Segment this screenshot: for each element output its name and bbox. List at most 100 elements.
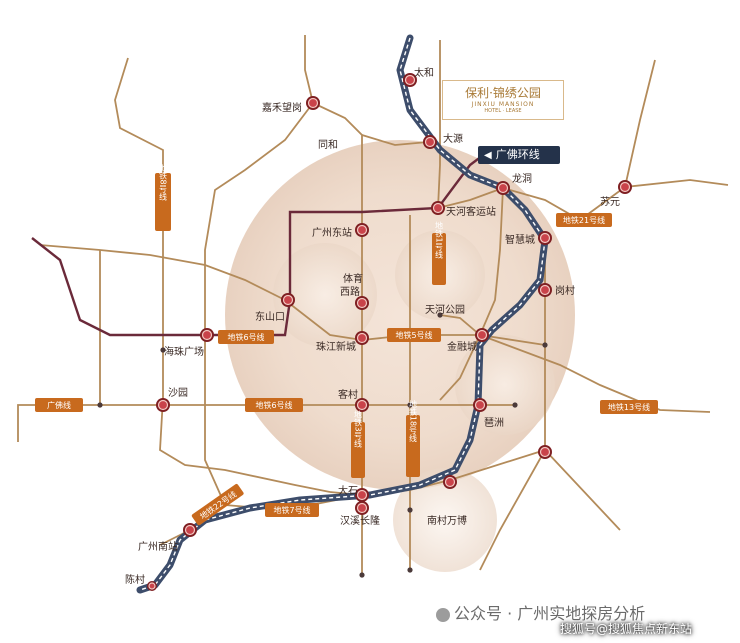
station-label: 嘉禾望岗 — [262, 101, 302, 114]
tag-line-6b: 地铁6号线 — [245, 398, 303, 412]
tag-line-21-text: 地铁21号线 — [563, 215, 605, 225]
tag-line-5: 地铁5号线 — [387, 328, 441, 342]
sohu-watermark: 搜狐号@搜狐焦点新东站 — [560, 622, 693, 636]
line-tonghe-link — [361, 134, 429, 146]
station-label: 广州南站 — [138, 540, 178, 553]
wechat-text: 公众号 · 广州实地探房分析 — [454, 604, 646, 623]
station-hanxi-marker — [355, 501, 369, 515]
line-8-path — [114, 57, 331, 493]
station-longdong-marker — [496, 181, 510, 195]
station-label: 同和 — [318, 139, 338, 151]
station-label: 金融城 — [447, 340, 477, 353]
line-inner — [439, 187, 504, 401]
station-jiahe-marker — [306, 96, 320, 110]
station-label: 大石 — [338, 484, 358, 497]
station-label: 体育 — [343, 272, 363, 285]
loop-line-tag: ◀广佛环线 — [478, 146, 560, 164]
station-suyuan-marker — [618, 180, 632, 194]
tag-guangfo: 广佛线 — [35, 398, 83, 412]
station-label: 岗村 — [555, 284, 575, 297]
station-label: 智慧城 — [505, 233, 535, 246]
area-halo-small — [393, 468, 497, 572]
wechat-icon — [436, 607, 450, 622]
station-jinrongcheng-marker — [475, 328, 489, 342]
station-gangcun-marker — [538, 283, 552, 297]
tag-line-8: 地铁8号线 — [155, 162, 171, 231]
tag-line-6b-text: 地铁6号线 — [255, 400, 292, 410]
station-dongshankou-marker — [281, 293, 295, 307]
tag-line-18: 地铁18号线 — [406, 399, 420, 477]
station-label: 广州东站 — [312, 226, 352, 239]
line-6-path — [31, 149, 491, 337]
tag-guangfo-text: 广佛线 — [47, 400, 71, 410]
line-2-path — [204, 102, 314, 506]
tag-line-7: 地铁7号线 — [265, 503, 319, 517]
tag-line-21: 地铁21号线 — [556, 213, 612, 227]
tag-line-3-text: 地铁3号线 — [354, 409, 363, 447]
line-south-right — [479, 449, 546, 571]
station-label: 太和 — [414, 66, 434, 79]
station-dayuan-marker — [423, 135, 437, 149]
tag-line-6-text: 地铁6号线 — [227, 332, 264, 342]
station-label: 苏元 — [600, 195, 620, 208]
station-label: 陈村 — [125, 573, 145, 586]
tag-line-8-text: 地铁8号线 — [159, 162, 168, 200]
arrow-left-icon: ◀ — [484, 150, 492, 161]
tag-line-5-text: 地铁5号线 — [395, 330, 432, 340]
line-suyuan-north — [624, 59, 656, 188]
station-guangzhoudong-marker — [355, 223, 369, 237]
station-label: 海珠广场 — [164, 345, 204, 358]
tag-line-6: 地铁6号线 — [218, 330, 274, 344]
station-chencun-marker — [147, 581, 157, 591]
line-park-link — [439, 314, 481, 336]
station-label: 琶洲 — [484, 417, 504, 429]
area-halo-small — [273, 243, 377, 347]
line-4-path — [544, 235, 621, 531]
line-21-path — [437, 179, 729, 222]
line-tags: 地铁8号线 地铁21号线 地铁1号线 地铁6号线 地铁5号线 广佛线 — [35, 162, 658, 526]
project-logo: 保利·锦绣公园 JINXIU MANSION HOTEL · LEASE — [442, 80, 564, 120]
station-label: 沙园 — [168, 387, 188, 399]
station-shayuan-marker — [156, 398, 170, 412]
tag-line-13-text: 地铁13号线 — [608, 402, 650, 412]
station-label: 龙洞 — [512, 172, 532, 185]
station-nancun-marker — [443, 475, 457, 489]
station-taihe-marker — [403, 73, 417, 87]
loop-line-label: 广佛环线 — [495, 148, 540, 161]
station-label: 汉溪长隆 — [340, 514, 380, 527]
station-tiyuxilu-marker — [355, 296, 369, 310]
wechat-watermark: 公众号 · 广州实地探房分析 — [436, 600, 645, 624]
tag-line-18-text: 地铁18号线 — [409, 399, 418, 442]
station-kecun-marker — [355, 398, 369, 412]
line-13-path — [479, 334, 711, 413]
tag-line-3: 地铁3号线 — [351, 409, 365, 478]
tag-line-1: 地铁1号线 — [432, 220, 446, 285]
station-label: 大源 — [443, 132, 463, 145]
station-tianhekeyun-marker — [431, 201, 445, 215]
project-sub-small: HOTEL · LEASE — [484, 108, 522, 114]
station-label: 天河公园 — [425, 304, 465, 316]
station-label: 客村 — [338, 388, 358, 401]
tag-line-7-text: 地铁7号线 — [273, 505, 310, 515]
project-sub-en: JINXIU MANSION — [471, 101, 535, 108]
tag-line-13: 地铁13号线 — [600, 400, 658, 414]
station-haizhu-marker — [200, 328, 214, 342]
tag-line-1-text: 地铁1号线 — [435, 220, 444, 258]
station-label: 东山口 — [255, 310, 285, 323]
station-labels: 太和 大源 嘉禾望岗 同和 龙洞 苏元 天河客运站 广州东站 智慧城 体育 西路… — [125, 66, 620, 586]
project-name: 保利·锦绣公园 — [465, 86, 541, 100]
station-guangzhounan-marker — [183, 523, 197, 537]
station-zhujiang-marker — [355, 331, 369, 345]
stations — [147, 73, 632, 591]
station-right-marker — [538, 445, 552, 459]
station-label: 珠江新城 — [316, 340, 356, 353]
station-dashi-marker — [355, 488, 369, 502]
station-zhihuicheng-marker — [538, 231, 552, 245]
station-label: 南村万博 — [427, 514, 467, 527]
station-label: 天河客运站 — [446, 205, 496, 218]
station-label: 西路 — [340, 285, 360, 298]
line-tianhe-north — [437, 40, 441, 209]
station-pazhou-marker — [473, 398, 487, 412]
